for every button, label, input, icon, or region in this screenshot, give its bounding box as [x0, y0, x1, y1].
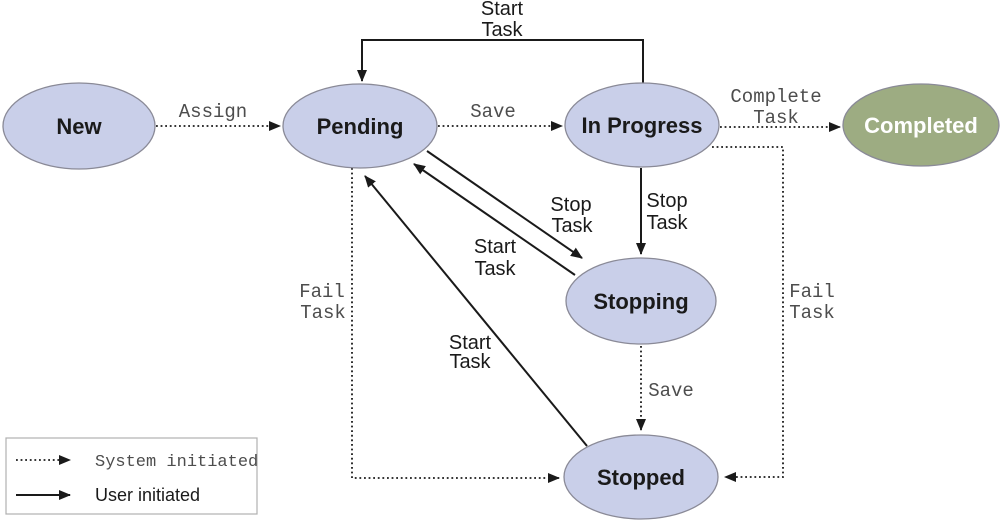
label-stop-task-vert-line2: Task [646, 212, 688, 234]
label-stop-task-diag-line1: Stop [550, 194, 591, 216]
label-start-task-low-line2: Task [449, 351, 491, 373]
edge-fail-task-left [351, 168, 560, 483]
edge-fail-task-right [712, 146, 784, 482]
node-in-progress-ellipse [564, 82, 720, 168]
node-stopping-ellipse [565, 257, 717, 345]
legend-user-label: User initiated [95, 485, 200, 505]
node-stopped-ellipse [563, 434, 719, 520]
label-fail-task-right-line1: Fail [789, 281, 835, 303]
label-stop-task-diag-line2: Task [551, 215, 593, 237]
label-save-bottom: Save [648, 380, 694, 402]
node-stopping: Stopping [565, 257, 717, 345]
edge-start-task-low [364, 175, 588, 447]
label-complete-task-line2: Task [753, 107, 799, 129]
label-start-task-low-line1: Start [449, 332, 492, 354]
label-start-task-top-line1: Start [481, 0, 524, 20]
node-new-ellipse [2, 82, 156, 170]
label-fail-task-right-line2: Task [789, 302, 835, 324]
label-start-task-mid-line1: Start [474, 236, 517, 258]
label-complete-task-line1: Complete [730, 86, 821, 108]
node-stopped-label: Stopped [597, 465, 685, 490]
node-completed-ellipse [842, 83, 1000, 167]
edge-labels: Assign Save Complete Task Start Task Sto… [179, 0, 835, 402]
nodes: New Pending In Progress Completed Stoppi… [2, 82, 1000, 520]
node-pending-ellipse [282, 83, 438, 169]
node-in-progress-label: In Progress [581, 113, 702, 138]
legend-system-label: System initiated [95, 453, 258, 472]
node-new-label: New [56, 114, 102, 139]
legend: System initiated User initiated [5, 437, 258, 515]
label-start-task-top-line2: Task [481, 19, 523, 41]
label-stop-task-vert-line1: Stop [646, 190, 687, 212]
node-completed-label: Completed [864, 113, 978, 138]
label-fail-task-left-line1: Fail [299, 281, 345, 303]
legend-box [5, 437, 258, 515]
label-fail-task-left-line2: Task [300, 302, 346, 324]
node-pending: Pending [282, 83, 438, 169]
edge-start-task-top [357, 39, 644, 83]
node-new: New [2, 82, 156, 170]
node-stopped: Stopped [563, 434, 719, 520]
edge-start-task-mid [413, 163, 576, 276]
edge-stop-task-from-pending [426, 150, 583, 259]
node-completed: Completed [842, 83, 1000, 167]
node-stopping-label: Stopping [593, 289, 688, 314]
label-assign: Assign [179, 101, 247, 123]
node-in-progress: In Progress [564, 82, 720, 168]
edges [156, 39, 841, 483]
label-save-top: Save [470, 101, 516, 123]
label-start-task-mid-line2: Task [474, 258, 516, 280]
node-pending-label: Pending [317, 114, 404, 139]
